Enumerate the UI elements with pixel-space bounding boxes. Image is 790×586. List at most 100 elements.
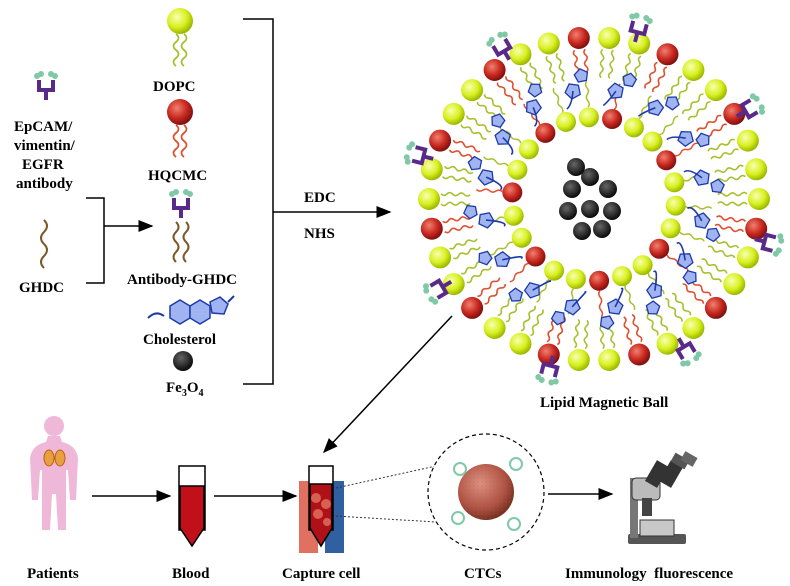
hqcmc-head (420, 217, 443, 240)
fe3o4-o: O (187, 380, 199, 396)
workflow-label-immunofluorescence: Immunology fluorescence (565, 566, 733, 582)
cholesterol-ring (564, 299, 581, 316)
lipid-ball-label: Lipid Magnetic Ball (540, 395, 668, 411)
hqcmc-head (461, 296, 484, 319)
hqcmc-head (723, 102, 746, 125)
lipid-tail (707, 245, 736, 259)
fe3o4-particle-icon (173, 351, 193, 371)
antibody-icon (32, 69, 60, 102)
dopc-head (704, 79, 727, 102)
hqcmc-head (656, 150, 677, 171)
cholesterol-ring (664, 96, 680, 111)
cholesterol-ring (523, 281, 540, 299)
iron-oxide-core (559, 202, 577, 220)
lipid-tail (477, 277, 501, 297)
lipid-tail (717, 201, 748, 207)
lipid-tail (672, 292, 692, 316)
cholesterol-tail (683, 169, 703, 179)
iron-oxide-core (593, 220, 611, 238)
lipid-tail (545, 55, 557, 85)
lipid-tail (448, 149, 478, 161)
cholesterol-ring (467, 155, 483, 171)
dopc-head (461, 79, 484, 102)
lipid-tail (505, 76, 523, 101)
dopc-head (665, 195, 686, 216)
lipid-tail (520, 305, 536, 332)
dopc-head (682, 317, 705, 339)
lipid-tail (483, 156, 509, 167)
dopc-head (509, 43, 532, 66)
cholesterol-tail (502, 137, 514, 156)
cholesterol-ring (695, 132, 710, 148)
lipid-tail (710, 148, 739, 160)
antibody-label-line3: EGFR (22, 157, 64, 173)
cholesterol-ring (677, 130, 694, 148)
component-antibody: EpCAM/ vimentin/ EGFR antibody (14, 69, 76, 192)
cholesterol-ring (648, 99, 665, 117)
reagent-edc: EDC (304, 190, 336, 206)
dopc-head (632, 255, 653, 276)
cholesterol-ring (491, 113, 506, 129)
hqcmc-head (628, 343, 651, 366)
hqcmc-head (502, 182, 523, 203)
lipid-tail (645, 308, 659, 336)
dopc-head (623, 117, 644, 138)
dopc-head (420, 158, 443, 181)
hqcmc-label: HQCMC (148, 168, 207, 184)
zoom-lines (335, 465, 437, 523)
lipid-tail (638, 95, 652, 120)
cholesterol-ring (645, 282, 663, 299)
reaction-bracket (243, 18, 274, 385)
lipid-tail (460, 124, 487, 140)
cholesterol-ring (645, 300, 661, 315)
hqcmc-head (525, 246, 546, 267)
antibody-label-line4: antibody (16, 176, 73, 192)
dopc-head (656, 332, 679, 355)
cholesterol-tail (571, 291, 587, 308)
dopc-head (483, 317, 506, 339)
dopc-head (682, 59, 705, 81)
lipid-tail (716, 215, 746, 223)
iron-oxide-core (563, 180, 581, 198)
cholesterol-tail (532, 106, 538, 127)
hqcmc-head (656, 43, 679, 66)
cholesterol-ring (705, 227, 721, 243)
reagent-nhs: NHS (304, 226, 335, 242)
lipid-tail (714, 223, 744, 233)
lipid-tail (598, 48, 605, 79)
dopc-head (736, 246, 759, 269)
lipid-tail (701, 258, 728, 274)
cholesterol-ring (676, 253, 694, 270)
cholesterol-tail (687, 206, 703, 222)
lipid-tail (449, 238, 478, 250)
dopc-label: DOPC (153, 79, 196, 95)
combine-bracket (86, 197, 152, 284)
lipid-tail (442, 216, 473, 224)
ghdc-chain-icon (40, 219, 48, 269)
dopc-head (511, 227, 532, 248)
iron-oxide-core (581, 200, 599, 218)
lipid-tail (681, 93, 704, 115)
lipid-tail (489, 241, 514, 256)
lipid-tail (659, 115, 679, 136)
hqcmc-head (535, 122, 556, 143)
lipid-tail (607, 49, 615, 80)
cholesterol-tail (485, 219, 506, 227)
cholesterol-ring (710, 178, 725, 194)
lipid-tail (530, 309, 544, 337)
dopc-head (660, 218, 681, 239)
cholesterol-tail (532, 280, 552, 291)
ball-to-capture-arrow (322, 315, 453, 454)
lipid-tail (444, 165, 474, 175)
hqcmc-head (589, 270, 610, 291)
antibody-ghdc-label: Antibody-GHDC (127, 272, 237, 288)
lipid-tail (509, 262, 529, 283)
dopc-head (442, 273, 465, 296)
lipid-tail (573, 318, 581, 349)
fe3o4-sub1: 3 (182, 388, 187, 399)
cholesterol-tail (653, 270, 658, 291)
lipid-tail (696, 114, 722, 132)
component-cholesterol: Cholesterol (143, 295, 235, 348)
cholesterol-ring (527, 83, 543, 98)
